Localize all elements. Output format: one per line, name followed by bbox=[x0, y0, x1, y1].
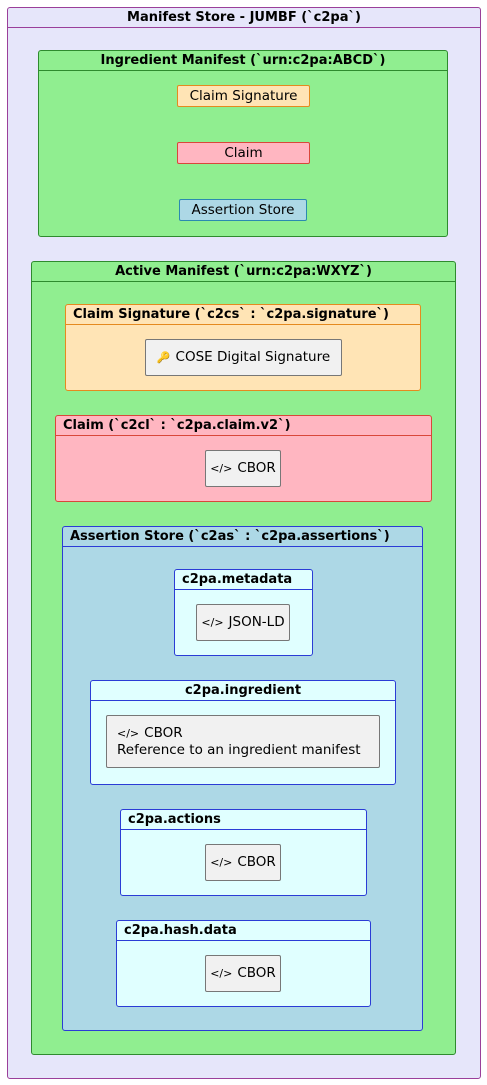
code-icon: </> bbox=[210, 967, 233, 980]
ingredient-claim-signature: Claim Signature bbox=[177, 85, 310, 107]
code-icon: </> bbox=[117, 727, 140, 740]
code-icon: </> bbox=[201, 616, 224, 629]
metadata-jsonld-node: </> JSON-LD bbox=[196, 604, 290, 641]
metadata-jsonld-label: JSON-LD bbox=[228, 614, 285, 630]
actions-cbor-label: CBOR bbox=[237, 854, 276, 870]
assertion-hash-data-title: c2pa.hash.data bbox=[117, 921, 370, 941]
assertion-metadata-title: c2pa.metadata bbox=[175, 570, 312, 590]
assertion-actions-title: c2pa.actions bbox=[121, 810, 366, 830]
claim-cbor-node: </> CBOR bbox=[205, 450, 281, 487]
assertion-ingredient-title: c2pa.ingredient bbox=[91, 681, 395, 701]
code-icon: </> bbox=[210, 462, 233, 475]
cose-signature-node: 🔑 COSE Digital Signature bbox=[145, 339, 342, 376]
cose-signature-label: COSE Digital Signature bbox=[175, 349, 331, 365]
ingredient-cbor-label: CBOR bbox=[144, 725, 183, 741]
code-icon: </> bbox=[210, 856, 233, 869]
actions-cbor-node: </> CBOR bbox=[205, 844, 281, 881]
claim-cbor-label: CBOR bbox=[237, 460, 276, 476]
key-icon: 🔑 bbox=[156, 351, 171, 364]
ingredient-manifest-title: Ingredient Manifest (`urn:c2pa:ABCD`) bbox=[39, 51, 447, 71]
claim-title: Claim (`c2cl` : `c2pa.claim.v2`) bbox=[56, 416, 431, 436]
hash-data-cbor-node: </> CBOR bbox=[205, 955, 281, 992]
ingredient-cbor-node: </> CBOR Reference to an ingredient manif… bbox=[106, 715, 380, 768]
ingredient-assertion-store: Assertion Store bbox=[179, 199, 307, 221]
claim-signature-title: Claim Signature (`c2cs` : `c2pa.signatur… bbox=[66, 305, 420, 325]
assertion-store-title: Assertion Store (`c2as` : `c2pa.assertio… bbox=[63, 527, 422, 547]
ingredient-claim: Claim bbox=[177, 142, 310, 164]
ingredient-reference-label: Reference to an ingredient manifest bbox=[117, 742, 361, 758]
active-manifest-title: Active Manifest (`urn:c2pa:WXYZ`) bbox=[32, 262, 455, 282]
manifest-store-title: Manifest Store - JUMBF (`c2pa`) bbox=[8, 8, 480, 28]
hash-data-cbor-label: CBOR bbox=[237, 965, 276, 981]
